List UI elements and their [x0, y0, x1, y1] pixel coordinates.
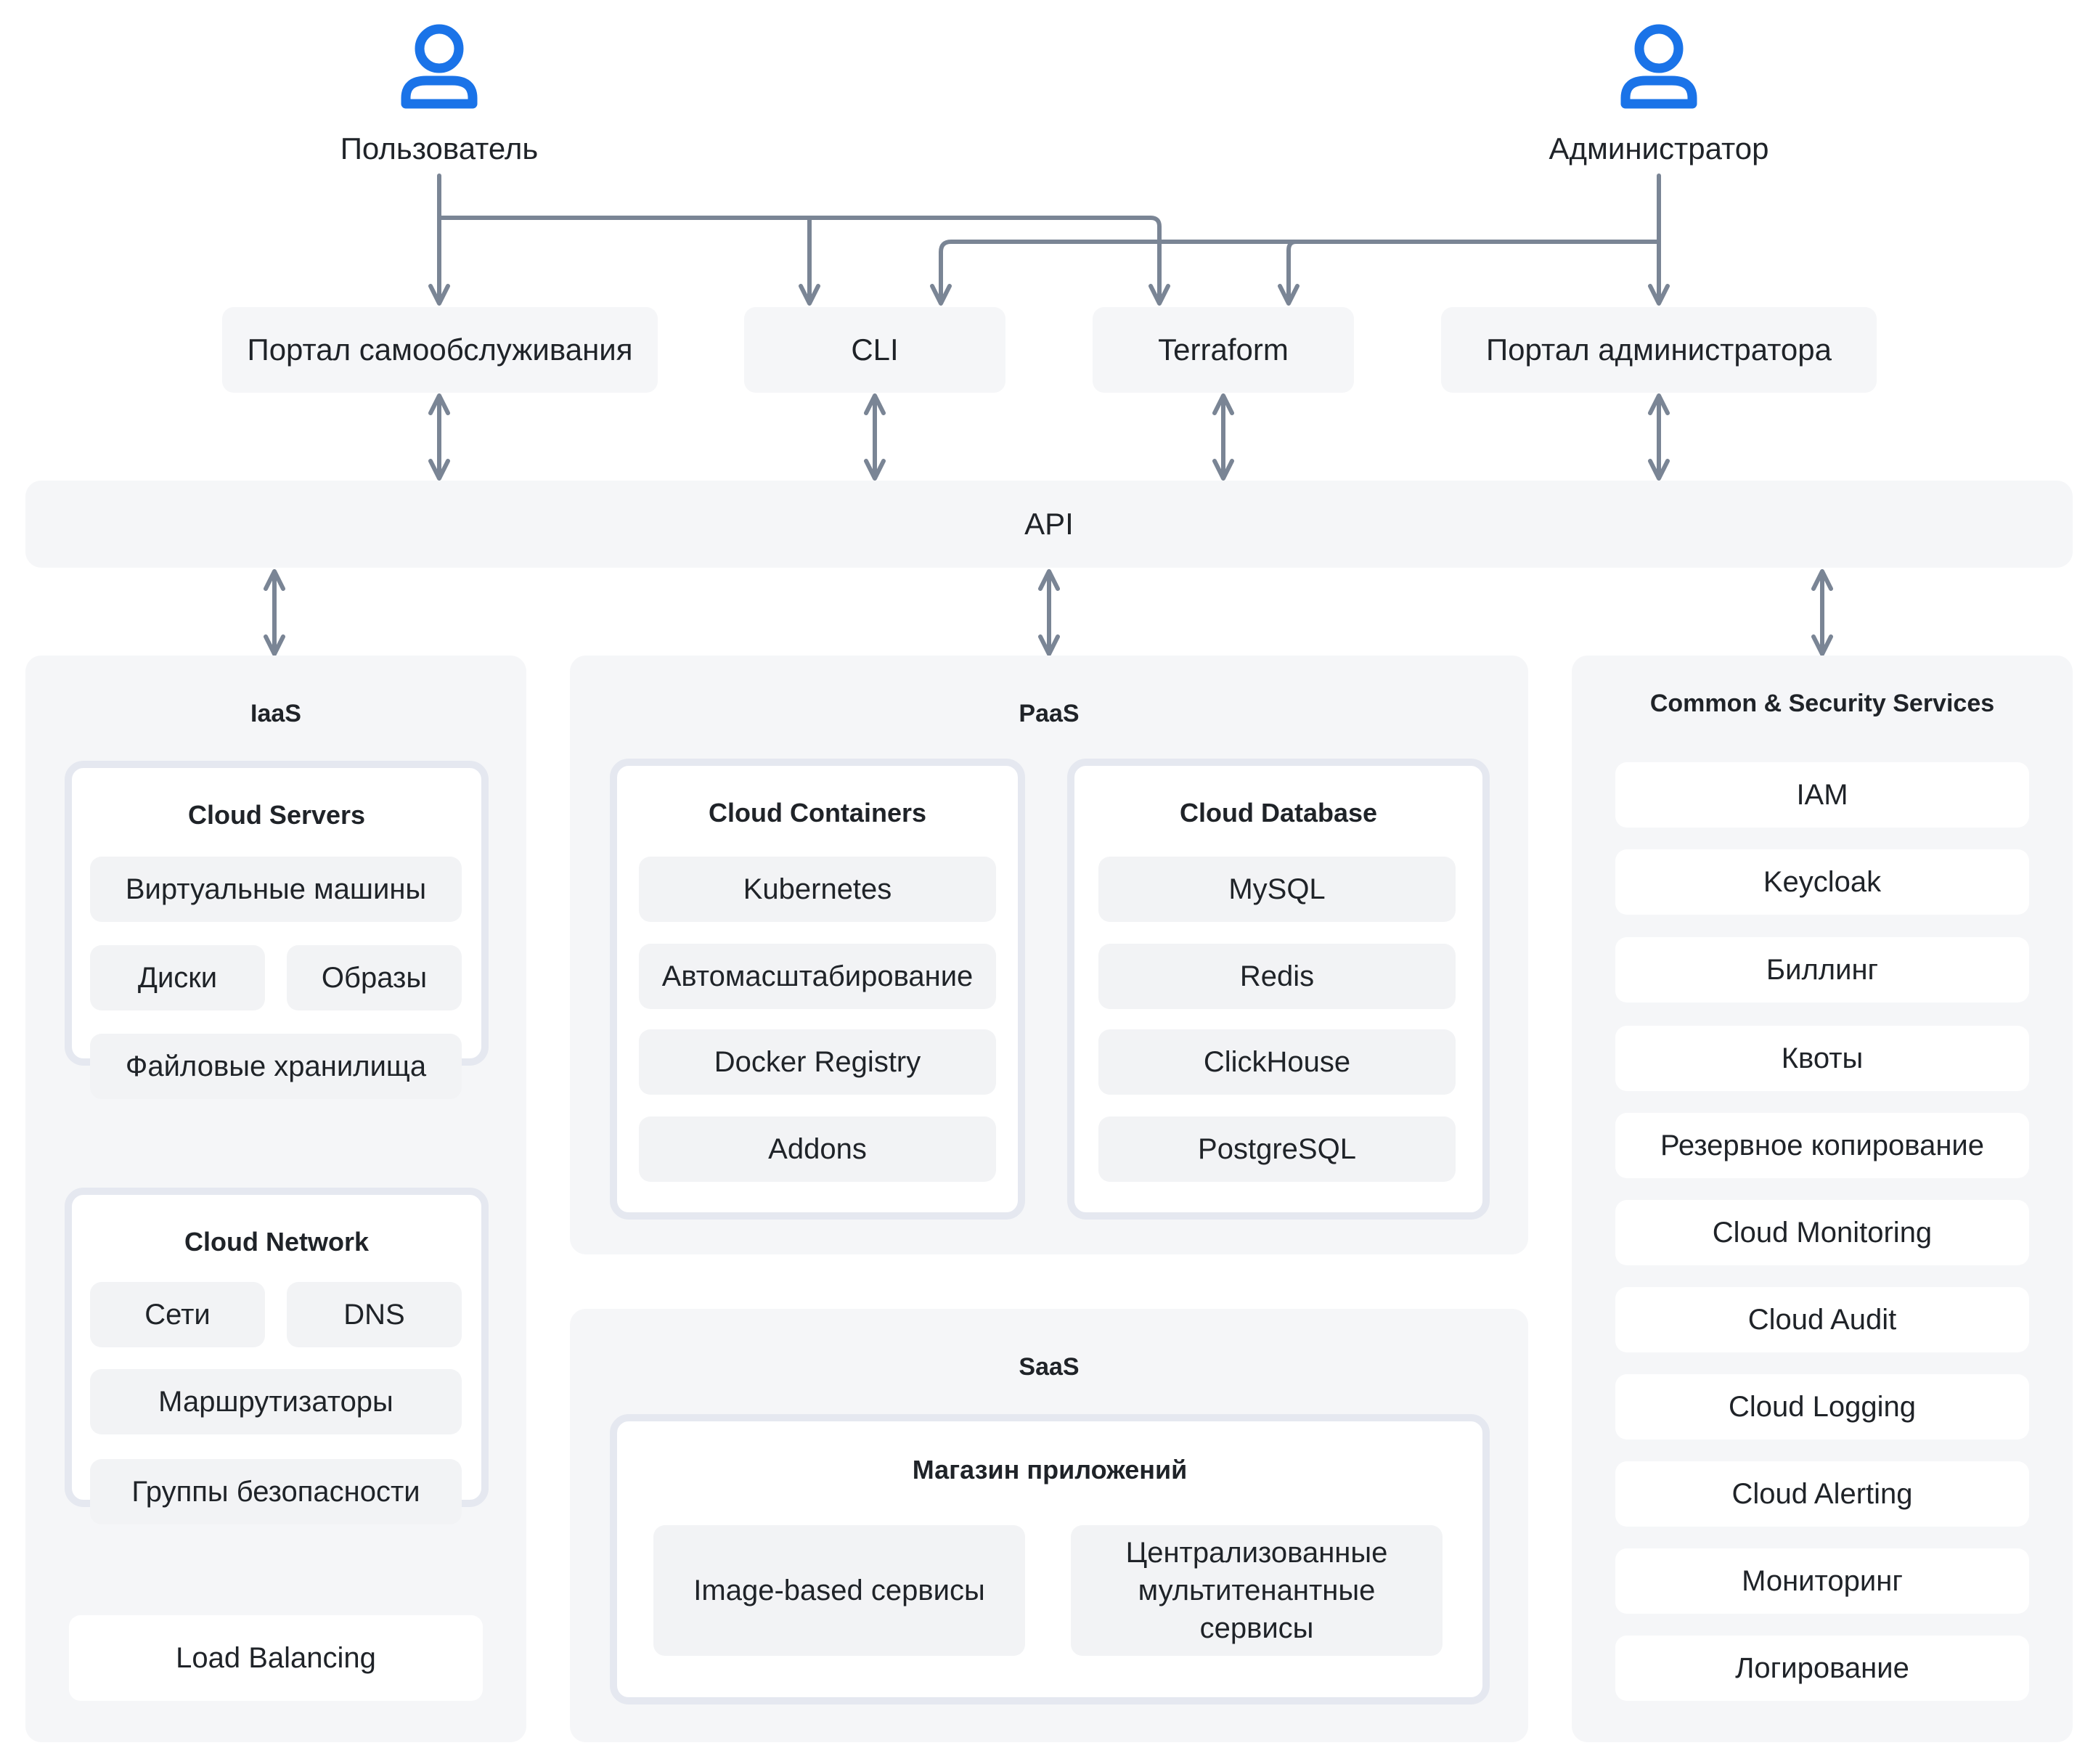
autoscaling-item[interactable]: Автомасштабирование	[639, 944, 996, 1009]
iam-item[interactable]: IAM	[1615, 762, 2029, 828]
keycloak-item[interactable]: Keycloak	[1615, 849, 2029, 915]
user-actor: Пользователь	[327, 22, 552, 167]
api-bar: API	[25, 481, 2073, 568]
quotas-item[interactable]: Квоты	[1615, 1026, 2029, 1091]
iaas-panel: IaaS Cloud Servers Виртуальные машины Ди…	[25, 656, 526, 1742]
image-based-services-item[interactable]: Image-based сервисы	[653, 1525, 1025, 1656]
admin-user-icon	[1620, 24, 1697, 109]
self-service-portal[interactable]: Портал самообслуживания	[222, 307, 658, 393]
cloud-audit-item[interactable]: Cloud Audit	[1615, 1287, 2029, 1352]
user-label: Пользователь	[340, 131, 539, 166]
saas-panel: SaaS Магазин приложений Image-based серв…	[570, 1309, 1528, 1742]
kubernetes-item[interactable]: Kubernetes	[639, 857, 996, 922]
logging-item[interactable]: Логирование	[1615, 1636, 2029, 1701]
vms-item[interactable]: Виртуальные машины	[90, 857, 462, 922]
security-groups-item[interactable]: Группы безопасности	[90, 1459, 462, 1524]
app-store-title: Магазин приложений	[912, 1455, 1188, 1485]
cloud-database-title: Cloud Database	[1179, 798, 1378, 828]
redis-item[interactable]: Redis	[1098, 944, 1456, 1009]
admin-portal[interactable]: Портал администратора	[1441, 307, 1877, 393]
iaas-title: IaaS	[250, 699, 301, 727]
billing-item[interactable]: Биллинг	[1615, 937, 2029, 1003]
cloud-servers-box: Cloud Servers Виртуальные машины Диски О…	[65, 761, 489, 1099]
cloud-logging-item[interactable]: Cloud Logging	[1615, 1374, 2029, 1440]
images-item[interactable]: Образы	[287, 945, 462, 1010]
common-security-title: Common & Security Services	[1649, 689, 1995, 717]
admin-bus-line	[930, 240, 1661, 306]
networks-item[interactable]: Сети	[90, 1282, 265, 1347]
terraform[interactable]: Terraform	[1093, 307, 1354, 393]
cloud-alerting-item[interactable]: Cloud Alerting	[1615, 1461, 2029, 1527]
saas-title: SaaS	[1019, 1352, 1080, 1381]
app-store-box: Магазин приложений Image-based сервисы Ц…	[610, 1414, 1490, 1704]
backup-item[interactable]: Резервное копирование	[1615, 1113, 2029, 1178]
clickhouse-item[interactable]: ClickHouse	[1098, 1029, 1456, 1095]
cloud-network-box: Cloud Network Сети DNS Маршрутизаторы Гр…	[65, 1188, 489, 1524]
user-icon	[401, 24, 478, 109]
paas-title: PaaS	[1019, 699, 1080, 727]
routers-item[interactable]: Маршрутизаторы	[90, 1369, 462, 1434]
common-security-panel: Common & Security Services IAM Keycloak …	[1572, 656, 2073, 1742]
cloud-containers-title: Cloud Containers	[708, 798, 926, 828]
cloud-containers-box: Cloud Containers Kubernetes Автомасштаби…	[610, 759, 1025, 1220]
file-storage-item[interactable]: Файловые хранилища	[90, 1034, 462, 1099]
addons-item[interactable]: Addons	[639, 1116, 996, 1182]
disks-item[interactable]: Диски	[90, 945, 265, 1010]
multitenant-services-item[interactable]: Централизованные мультитенантные сервисы	[1071, 1525, 1443, 1656]
dns-item[interactable]: DNS	[287, 1282, 462, 1347]
cloud-database-box: Cloud Database MySQL Redis ClickHouse Po…	[1067, 759, 1490, 1220]
cloud-network-title: Cloud Network	[184, 1227, 369, 1257]
mysql-item[interactable]: MySQL	[1098, 857, 1456, 922]
cli[interactable]: CLI	[744, 307, 1005, 393]
admin-to-terraform-arrow	[1278, 240, 1300, 306]
postgresql-item[interactable]: PostgreSQL	[1098, 1116, 1456, 1182]
cloud-monitoring-item[interactable]: Cloud Monitoring	[1615, 1200, 2029, 1265]
docker-registry-item[interactable]: Docker Registry	[639, 1029, 996, 1095]
admin-actor: Администратор	[1528, 22, 1790, 167]
cloud-servers-title: Cloud Servers	[187, 800, 366, 830]
load-balancing-item[interactable]: Load Balancing	[69, 1615, 483, 1701]
paas-panel: PaaS Cloud Containers Kubernetes Автомас…	[570, 656, 1528, 1254]
user-bus-line	[437, 216, 1170, 306]
admin-label: Администратор	[1549, 131, 1769, 166]
monitoring-item[interactable]: Мониторинг	[1615, 1548, 2029, 1614]
